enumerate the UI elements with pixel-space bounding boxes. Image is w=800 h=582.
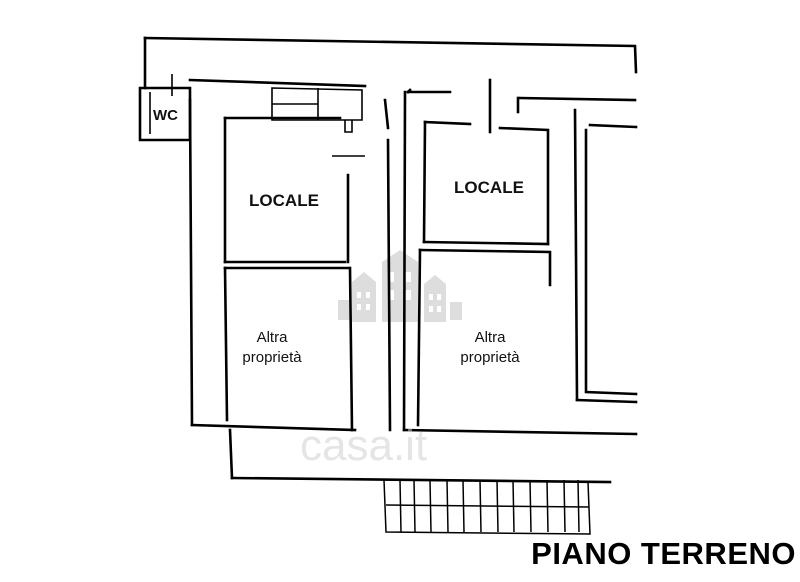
stairs — [383, 479, 591, 535]
locale-right-label: LOCALE — [454, 178, 524, 197]
altra-left-line1: Altra — [257, 329, 289, 346]
floor-title: PIANO TERRENO — [531, 536, 796, 571]
watermark-text: casa.it — [300, 421, 427, 470]
buildings-logo-icon — [338, 250, 462, 322]
altra-right-line1: Altra — [475, 329, 507, 346]
locale-left-label: LOCALE — [249, 191, 319, 210]
altra-right-line2: proprietà — [460, 349, 520, 366]
wc-label: WC — [153, 107, 178, 124]
walls — [138, 36, 638, 535]
altra-left-line2: proprietà — [242, 349, 302, 366]
